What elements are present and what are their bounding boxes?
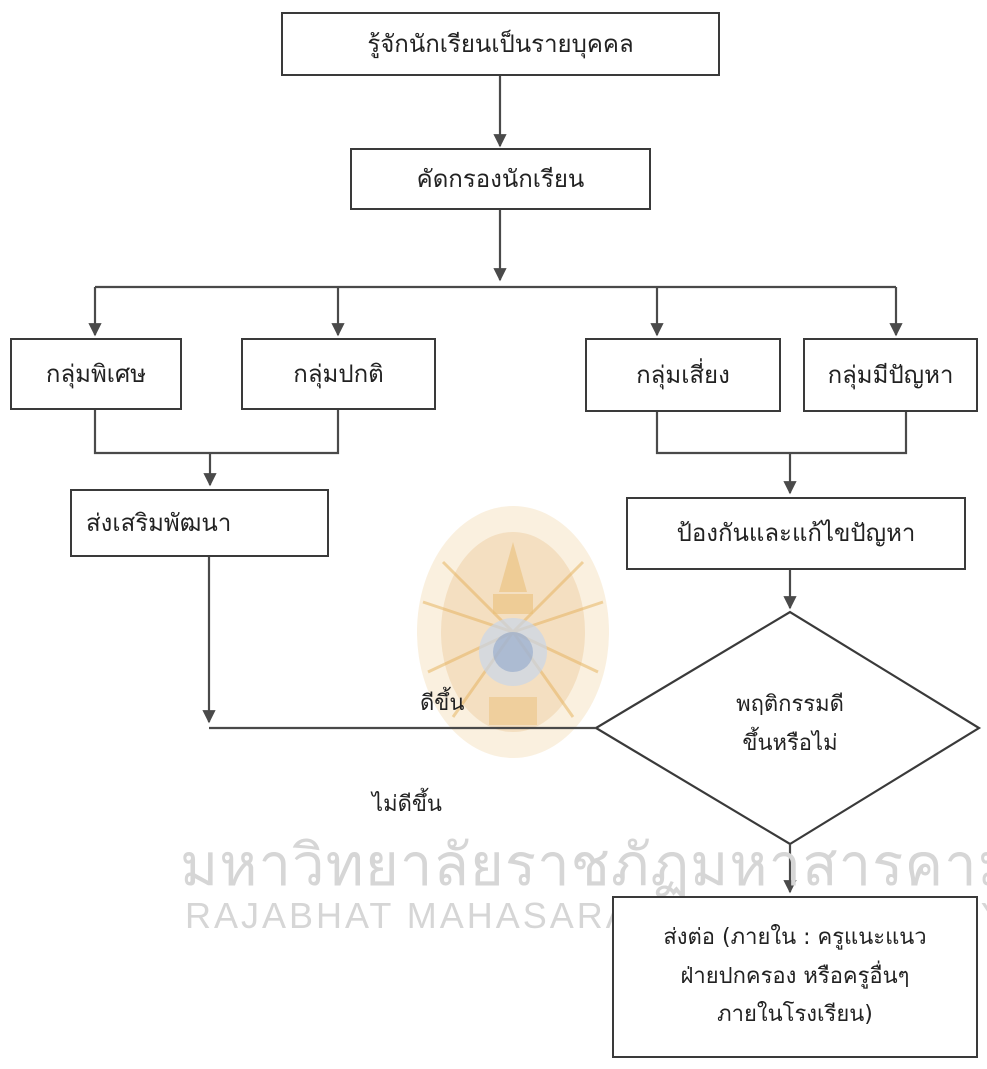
box-know-students: รู้จักนักเรียนเป็นรายบุคคล [281,12,720,76]
box-special-group-label: กลุ่มพิเศษ [45,359,147,388]
box-normal-group-label: กลุ่มปกติ [293,359,384,388]
decision-text-line1: พฤติกรรมดี [736,692,844,717]
box-problem-group-label: กลุ่มมีปัญหา [827,360,954,389]
box-risk-group: กลุ่มเสี่ยง [585,338,781,412]
right-merge-line [655,412,908,455]
box-special-group: กลุ่มพิเศษ [10,338,182,410]
edge-label-better: ดีขึ้น [420,691,465,716]
box-risk-group-label: กลุ่มเสี่ยง [636,360,730,389]
box-problem-group: กลุ่มมีปัญหา [803,338,978,412]
box-screening-label: คัดกรองนักเรียน [416,164,585,193]
watermark-thai-text: มหาวิทยาลัยราชภัฏมหาสารคาม [180,831,987,899]
box-referral-line3: ภายในโรงเรียน) [717,1002,873,1028]
box-referral-line1: ส่งต่อ (ภายใน : ครูแนะแนว [663,925,927,951]
box-promote-label: ส่งเสริมพัฒนา [86,508,232,537]
decision-text-line2: ขึ้นหรือไม่ [742,730,838,756]
left-merge-line [93,410,340,455]
box-prevent-solve-label: ป้องกันและแก้ไขปัญหา [676,519,916,548]
box-prevent-solve: ป้องกันและแก้ไขปัญหา [626,497,966,570]
box-know-students-label: รู้จักนักเรียนเป็นรายบุคคล [367,29,634,58]
box-normal-group: กลุ่มปกติ [241,338,436,410]
university-seal-watermark [417,506,609,758]
box-referral: ส่งต่อ (ภายใน : ครูแนะแนว ฝ่ายปกครอง หรื… [612,896,978,1058]
edge-label-not-better: ไม่ดีขึ้น [372,792,442,817]
box-screening: คัดกรองนักเรียน [350,148,651,210]
box-promote: ส่งเสริมพัฒนา [70,489,329,557]
decision-text: พฤติกรรมดี ขึ้นหรือไม่ [680,686,900,763]
box-referral-line2: ฝ่ายปกครอง หรือครูอื่นๆ [680,963,910,989]
